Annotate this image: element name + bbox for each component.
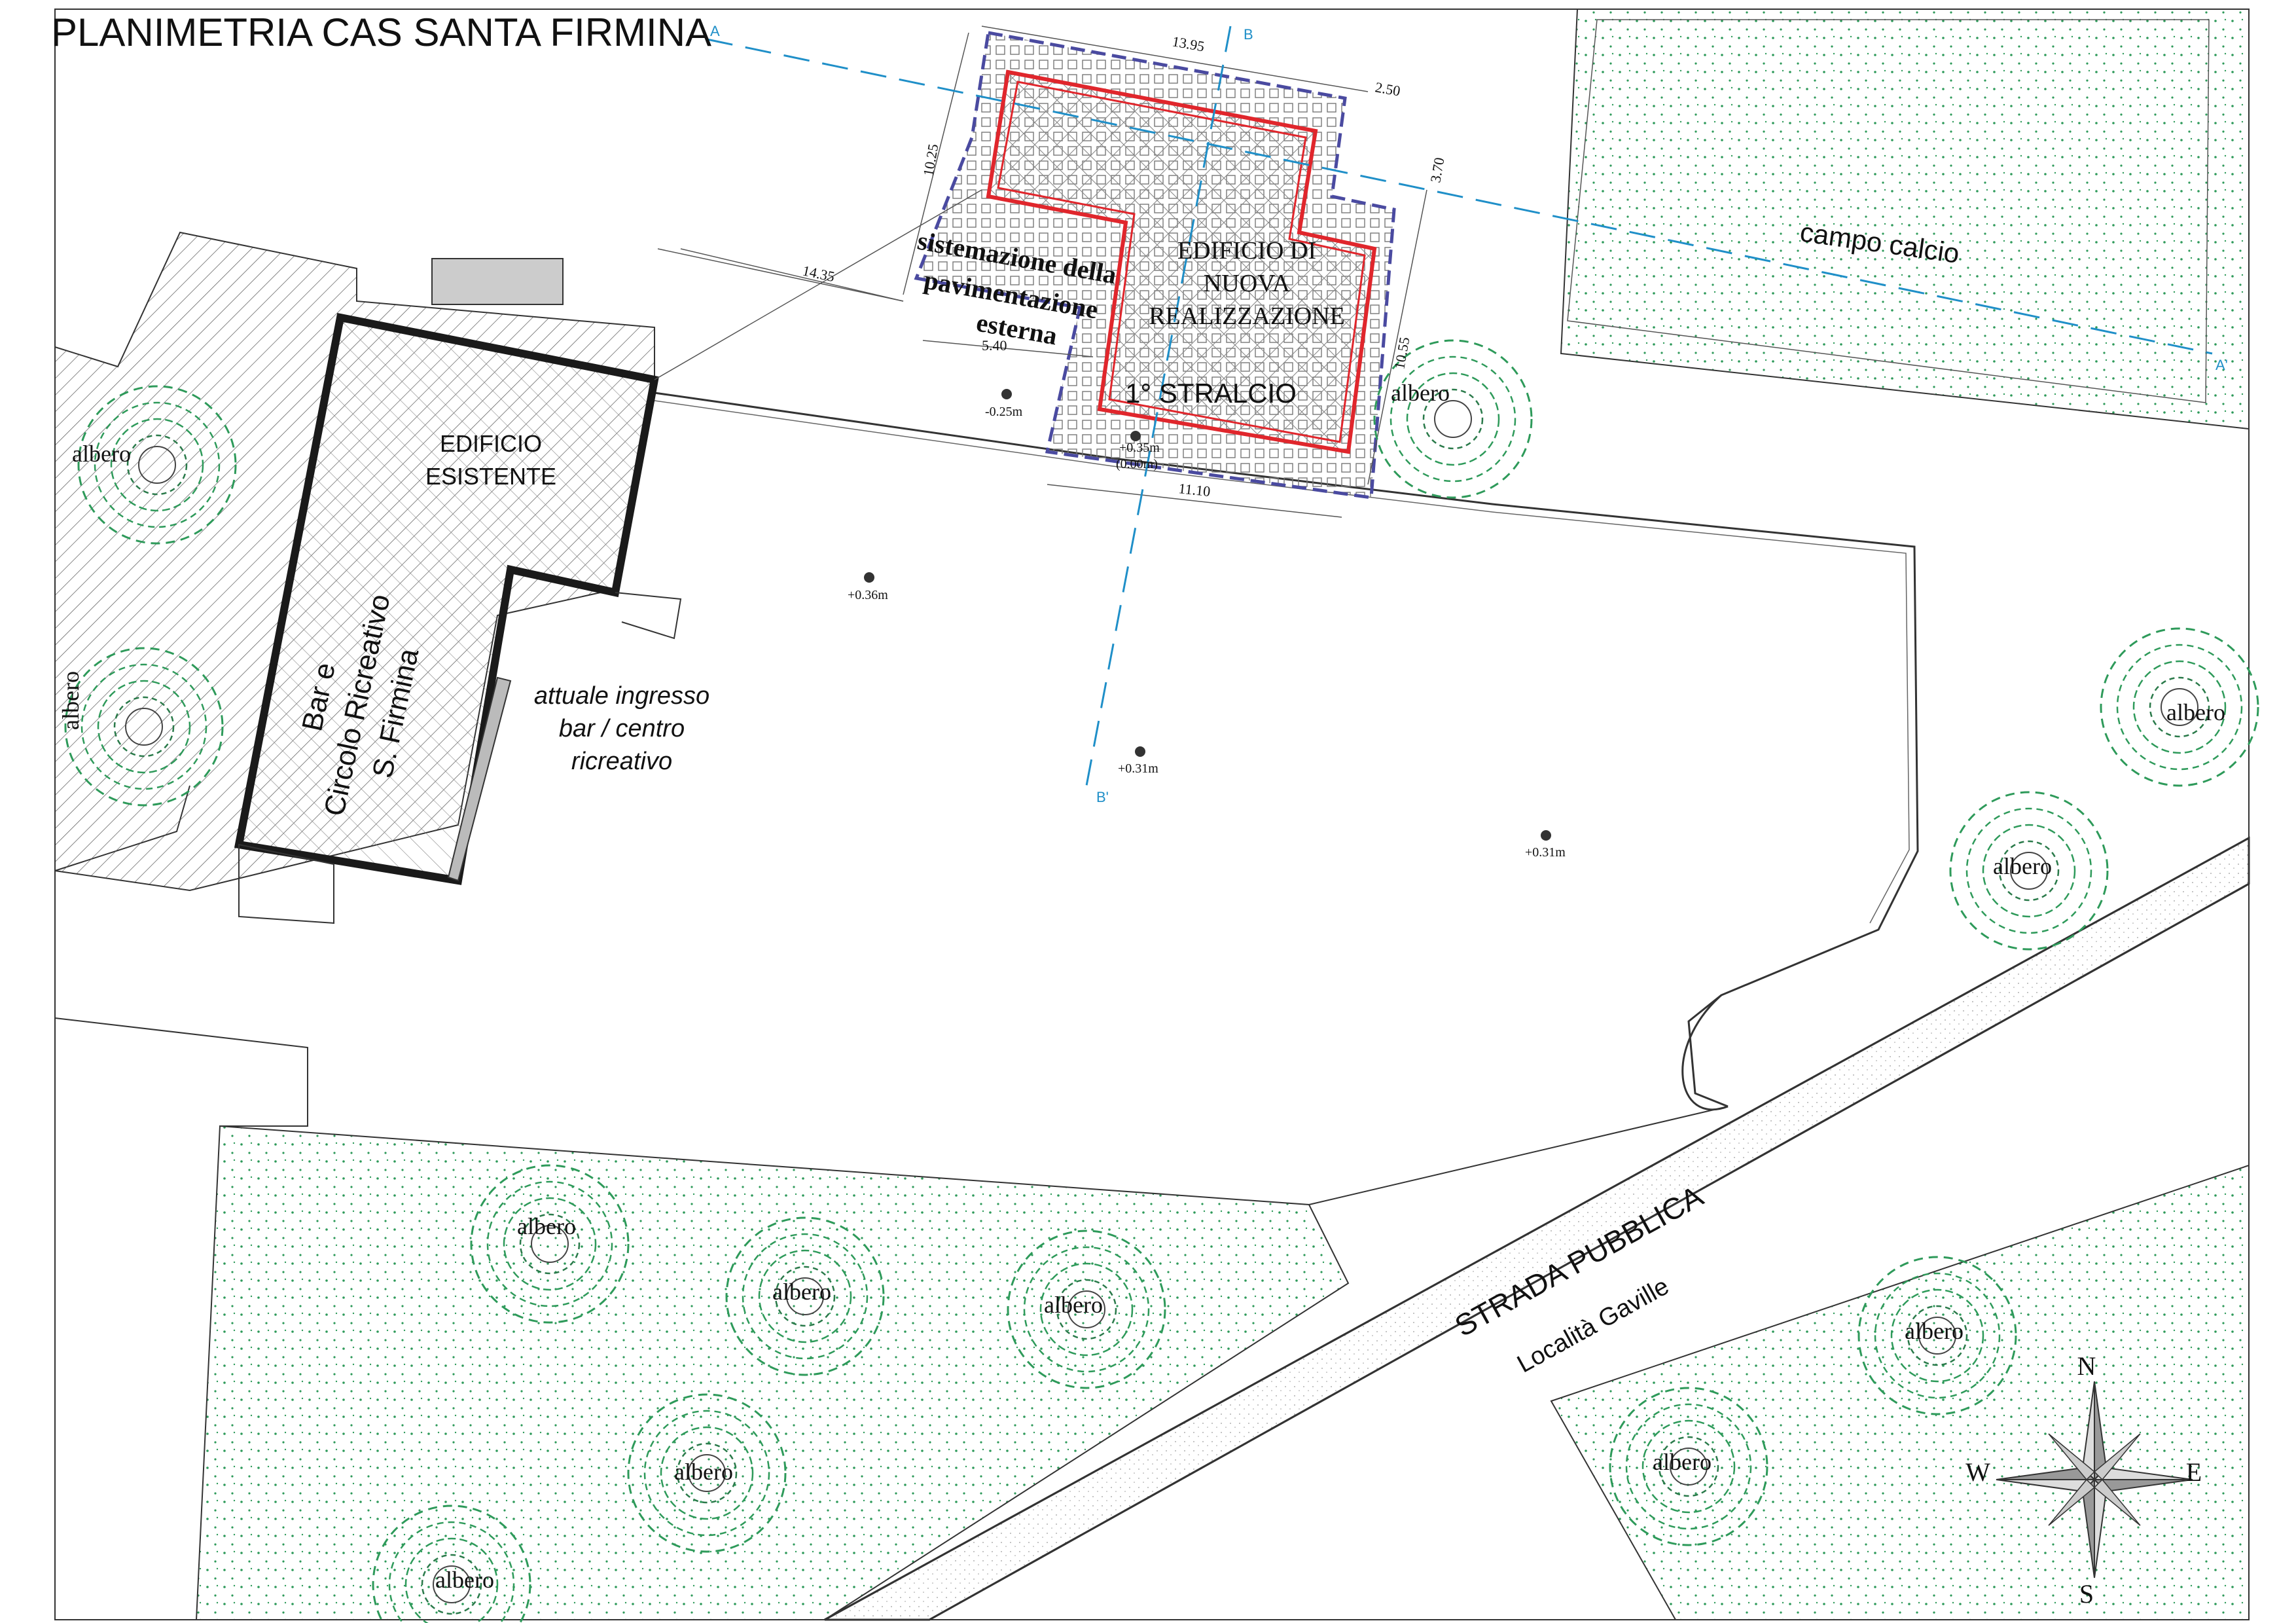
new-building-inner bbox=[997, 81, 1366, 443]
svg-text:+0.31m: +0.31m bbox=[1118, 761, 1158, 776]
new-building bbox=[986, 69, 1377, 454]
road-edge-3 bbox=[1308, 1106, 1729, 1205]
steps-top bbox=[431, 258, 564, 305]
tree-label: albero bbox=[1653, 1449, 1712, 1475]
svg-text:2.50: 2.50 bbox=[1374, 79, 1401, 99]
bottom-right-green bbox=[1550, 1164, 2250, 1620]
tree-label: albero bbox=[674, 1459, 733, 1485]
svg-text:B': B' bbox=[1096, 789, 1109, 805]
tree-label: albero bbox=[58, 671, 84, 730]
section-marks: B B' A A' bbox=[710, 23, 2228, 805]
courtyard-outline bbox=[654, 392, 1919, 1108]
tree-labels: albero albero albero albero albero alber… bbox=[58, 380, 2225, 1593]
road-curb-curve bbox=[1681, 994, 1729, 1111]
svg-text:N: N bbox=[2077, 1351, 2096, 1381]
road-edge bbox=[824, 837, 2250, 1621]
road-edge-2 bbox=[929, 883, 2250, 1621]
svg-text:13.95: 13.95 bbox=[1171, 33, 1206, 54]
section-line-a bbox=[706, 38, 2213, 355]
svg-text:ricreativo: ricreativo bbox=[571, 748, 672, 775]
svg-text:10.25: 10.25 bbox=[920, 143, 941, 177]
svg-text:-0.25m: -0.25m bbox=[985, 405, 1023, 419]
page-title: PLANIMETRIA CAS SANTA FIRMINA bbox=[51, 10, 711, 54]
svg-text:14.35: 14.35 bbox=[801, 262, 836, 285]
svg-text:NUOVA: NUOVA bbox=[1204, 270, 1291, 297]
existing-building-label: EDIFICIO ESISTENTE bbox=[425, 430, 556, 490]
svg-text:10.55: 10.55 bbox=[1391, 336, 1412, 371]
svg-text:EDIFICIO: EDIFICIO bbox=[440, 430, 542, 457]
tree-label: albero bbox=[517, 1213, 576, 1239]
tree-label: albero bbox=[2166, 699, 2225, 725]
tree-label: albero bbox=[72, 441, 131, 467]
new-building-label: EDIFICIO DI NUOVA REALIZZAZIONE bbox=[1149, 237, 1345, 330]
tree-label: albero bbox=[435, 1567, 494, 1593]
bottom-left-green bbox=[195, 1125, 1350, 1620]
left-boundary bbox=[54, 1017, 308, 1127]
svg-text:A': A' bbox=[2215, 357, 2228, 373]
svg-text:3.70: 3.70 bbox=[1427, 156, 1447, 184]
courtyard-outline-inner bbox=[654, 400, 1910, 924]
elevation-marks: -0.25m +0.35m (0.00m) +0.36m +0.31m +0.3… bbox=[848, 389, 1566, 860]
tree-label: albero bbox=[772, 1279, 831, 1305]
svg-text:E: E bbox=[2186, 1457, 2202, 1487]
svg-text:bar / centro: bar / centro bbox=[559, 715, 685, 742]
svg-text:attuale ingresso: attuale ingresso bbox=[534, 682, 709, 710]
svg-text:S: S bbox=[2079, 1579, 2094, 1609]
tree-label: albero bbox=[1993, 853, 2052, 879]
dimension-lines bbox=[654, 26, 1427, 518]
tree-label: albero bbox=[1391, 380, 1450, 406]
compass-labels: N S E W bbox=[1965, 1351, 2202, 1609]
north-arrow bbox=[1996, 1381, 2193, 1578]
steps-bottom bbox=[238, 843, 334, 924]
section-line-b bbox=[1085, 26, 1232, 786]
svg-text:+0.36m: +0.36m bbox=[848, 588, 888, 602]
svg-text:(0.00m): (0.00m) bbox=[1116, 457, 1158, 471]
svg-text:EDIFICIO DI: EDIFICIO DI bbox=[1177, 237, 1316, 264]
svg-text:ESISTENTE: ESISTENTE bbox=[425, 463, 556, 490]
dimension-labels: 13.95 2.50 10.25 3.70 14.35 5.40 10.55 1… bbox=[801, 33, 1448, 500]
svg-text:REALIZZAZIONE: REALIZZAZIONE bbox=[1149, 302, 1345, 330]
svg-text:A: A bbox=[710, 23, 720, 39]
tree-label: albero bbox=[1044, 1292, 1103, 1318]
phase-label: 1° STRALCIO bbox=[1125, 378, 1297, 409]
svg-text:+0.35m: +0.35m bbox=[1119, 441, 1160, 455]
svg-text:11.10: 11.10 bbox=[1177, 480, 1211, 500]
svg-text:+0.31m: +0.31m bbox=[1525, 845, 1566, 860]
tree-label: albero bbox=[1905, 1318, 1964, 1344]
svg-text:5.40: 5.40 bbox=[982, 337, 1007, 354]
steps-side bbox=[615, 592, 682, 640]
entrance-label: attuale ingresso bar / centro ricreativo bbox=[534, 682, 709, 775]
svg-text:W: W bbox=[1965, 1457, 1990, 1487]
svg-text:B: B bbox=[1244, 26, 1253, 43]
entrance-band bbox=[447, 676, 512, 882]
football-field-area bbox=[1560, 9, 2250, 430]
